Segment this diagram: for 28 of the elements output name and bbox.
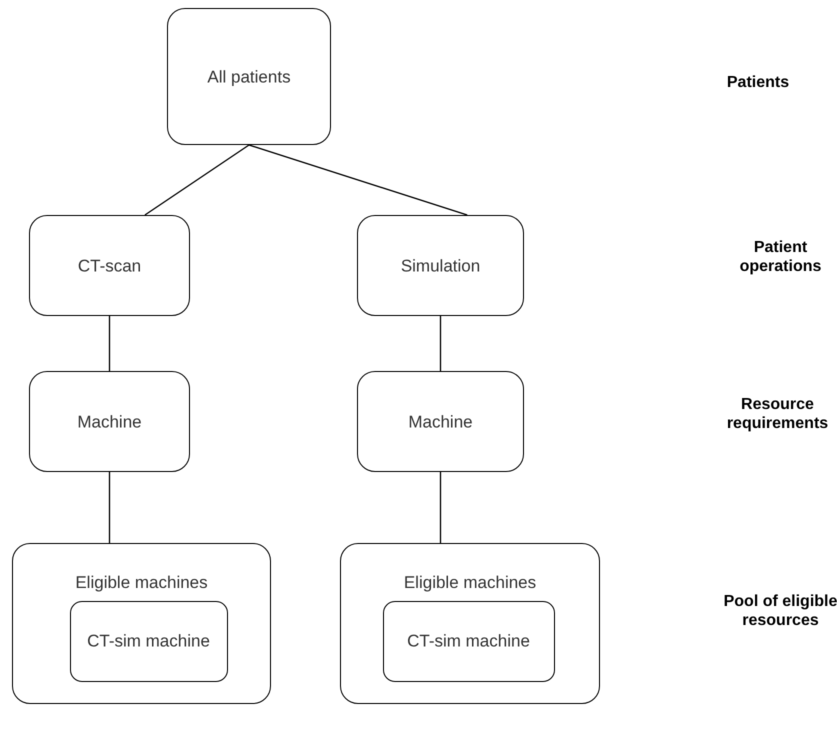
node-label: Eligible machines <box>402 572 538 593</box>
level-label: Patient operations <box>738 238 822 276</box>
node-label: Machine <box>407 411 474 432</box>
node-label: Eligible machines <box>74 572 209 593</box>
node-label: CT-sim machine <box>406 630 531 652</box>
process-box <box>29 215 190 316</box>
connector-line <box>248 144 468 216</box>
node-label: All patients <box>206 66 292 87</box>
process-box <box>12 543 271 704</box>
level-label: Patients <box>726 73 790 92</box>
connector-line <box>144 144 250 216</box>
connector-line <box>440 472 442 543</box>
connector-line <box>440 316 442 371</box>
connector-line <box>108 316 110 371</box>
node-label: CT-scan <box>76 255 142 276</box>
process-box <box>357 215 524 316</box>
inner-box <box>382 600 554 682</box>
node-label: Simulation <box>400 255 482 276</box>
process-box <box>357 371 524 472</box>
inner-box <box>70 600 228 682</box>
process-box <box>167 8 331 145</box>
node-label: Machine <box>76 411 143 432</box>
level-label: Pool of eligible resources <box>722 592 837 630</box>
connector-line <box>108 472 110 543</box>
level-label: Resource requirements <box>726 395 830 433</box>
process-box <box>29 371 190 472</box>
node-label: CT-sim machine <box>86 630 211 652</box>
process-box <box>340 543 600 704</box>
